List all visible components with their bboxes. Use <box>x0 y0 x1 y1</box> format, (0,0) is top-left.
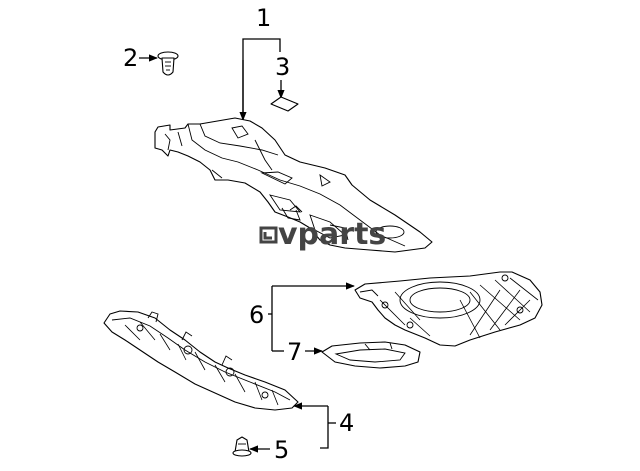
lower-right-cover-part <box>354 271 543 347</box>
upper-engine-cover-part <box>154 117 433 253</box>
callout-2-label: 2 <box>123 44 138 72</box>
callout-6-label: 6 <box>249 301 264 329</box>
lower-front-cover-part <box>103 310 299 411</box>
label-sticker-part <box>270 96 299 112</box>
seal-part <box>321 341 421 369</box>
callout-5-group: 5 <box>232 436 289 464</box>
clip-part-bottom <box>232 436 252 457</box>
callout-4-group: 4 <box>293 402 354 449</box>
watermark-logo: vparts <box>259 217 386 252</box>
callout-7-label: 7 <box>287 338 302 366</box>
watermark-mark-icon <box>259 226 278 244</box>
callout-3-group: 3 <box>270 53 299 112</box>
callout-4-label: 4 <box>339 409 354 437</box>
callout-1-group: 1 <box>239 4 281 122</box>
clip-part-top <box>157 51 179 76</box>
callout-6-group: 6 <box>249 282 355 352</box>
callout-3-label: 3 <box>275 53 290 81</box>
callout-4-bracket <box>320 406 329 449</box>
callout-7-group: 7 <box>287 338 323 366</box>
callout-1-label: 1 <box>256 4 271 32</box>
callout-5-label: 5 <box>274 436 289 464</box>
callout-2-group: 2 <box>123 44 179 76</box>
watermark-text: vparts <box>278 217 386 252</box>
